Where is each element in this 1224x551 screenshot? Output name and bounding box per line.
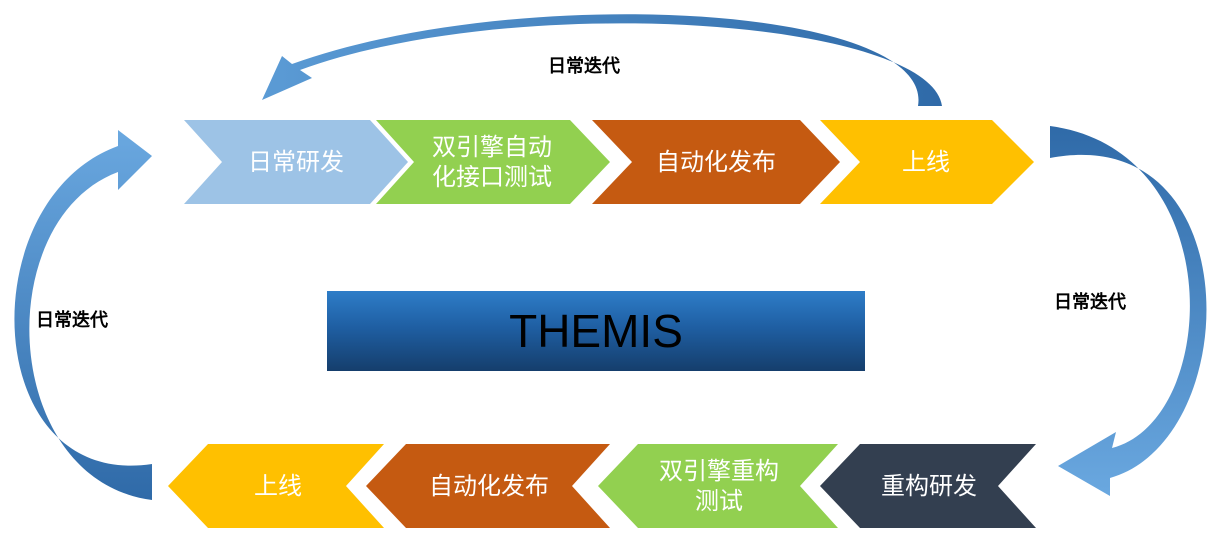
right-iteration-arrow [1050, 126, 1207, 496]
iteration-label-right: 日常迭代 [1054, 292, 1126, 313]
chevron-auto-release-top [592, 120, 840, 204]
chevron-daily-dev [184, 120, 408, 204]
chevron-refactor-dev [820, 444, 1036, 528]
page-title: THEMIS [509, 305, 683, 357]
label-auto-release-top: 自动化发布 [656, 148, 776, 176]
chevron-go-live-bottom [168, 444, 384, 528]
iteration-label-left: 日常迭代 [36, 310, 108, 331]
chevron-dual-engine-api-test [376, 120, 610, 204]
label-go-live-top: 上线 [902, 148, 950, 176]
label-refactor-dev: 重构研发 [881, 472, 977, 500]
top-iteration-arrow [262, 14, 942, 106]
iteration-label-top: 日常迭代 [548, 56, 620, 77]
left-iteration-arrow [14, 130, 152, 500]
chevron-go-live-top [820, 120, 1034, 204]
label-auto-release-bottom: 自动化发布 [429, 472, 549, 500]
label-daily-dev: 日常研发 [248, 148, 344, 176]
chevron-auto-release-bottom [366, 444, 610, 528]
label-dual-engine-refactor-test: 双引擎重构 测试 [659, 457, 779, 515]
themis-title-box: THEMIS [327, 291, 865, 371]
chevron-dual-engine-refactor-test [598, 444, 838, 528]
label-go-live-bottom: 上线 [254, 472, 302, 500]
label-dual-engine-api-test: 双引擎自动 化接口测试 [432, 133, 552, 191]
